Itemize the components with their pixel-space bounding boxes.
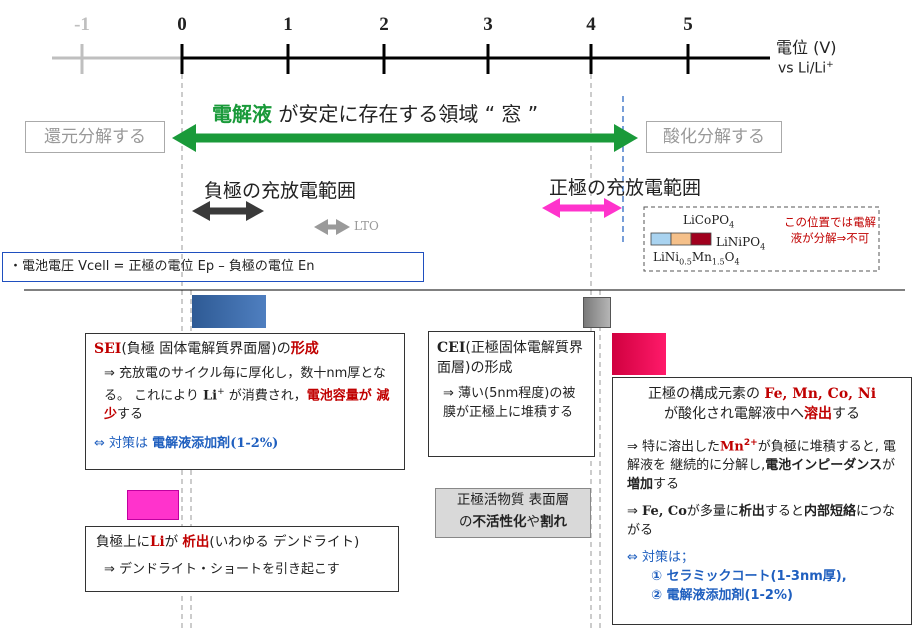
cei-box: CEI(正極固体電解質界面層)の形成 ⇒ 薄い(5nm程度)の被膜が正極上に堆積… [428,331,595,457]
dissolution-point1: ⇒ 特に溶出したMn2+が負極に堆積すると, 電解液を 継続的に分解し,電池イン… [627,438,896,493]
dissolution-point2: ⇒ Fe, Coが多量に析出すると内部短絡につながる [627,504,895,539]
dissolution-countermeasure: ⇔ 対策は； ① セラミックコート(1-3nm厚), ② 電解液添加剤(1-2%… [627,550,847,604]
materials-frame [643,206,880,272]
tick-label: 1 [283,14,293,35]
tick-label: -1 [74,14,90,35]
material-bar-lnmo [650,232,672,246]
lto-label: LTO [354,219,379,233]
material-bar-linipo4 [690,232,712,246]
material-bar-licopo4 [670,232,692,246]
axis-title: 電位 (V) [776,38,837,57]
oxidation-label: 酸化分解する [646,121,782,153]
inactivation-line2: の不活性化や割れ [459,514,567,530]
materials-note: この位置では電解液が分解⇒不可 [784,215,876,245]
dendrite-box: 負極上にLiが 析出(いわゆる デンドライト) ⇒ デンドライト・ショートを引き… [85,526,399,592]
window-arrow-left-head [172,124,196,152]
sei-indicator [192,295,266,328]
tick-label: 0 [177,14,187,35]
licopo4-label: LiCoPO4 [683,213,735,230]
tick-label: 4 [586,14,596,35]
tick-label: 2 [379,14,389,35]
sei-title: SEI(負極 固体電解質界面層)の形成 [94,341,319,357]
cei-indicator [583,297,611,328]
cei-title: CEI(正極固体電解質界面層)の形成 [437,340,583,376]
lnmo-label: LiNi0.5Mn1.5O4 [653,250,740,267]
tick-label: 3 [483,14,493,35]
negative-range-left-head [192,201,210,221]
reduction-label: 還元分解する [25,121,165,153]
dendrite-consequence: ⇒ デンドライト・ショートを引き起こす [104,562,340,577]
linipo4-label: LiNiPO4 [716,235,766,252]
positive-range-label: 正極の充放電範囲 [549,177,702,199]
lto-left-head [314,219,328,235]
negative-range-label: 負極の充放電範囲 [204,180,357,202]
sei-box: SEI(負極 固体電解質界面層)の形成 ⇒ 充放電のサイクル毎に厚化し，数十nm… [85,333,405,470]
inactivation-box: 正極活物質 表面層 の不活性化や割れ [435,488,591,538]
tick-label: 5 [683,14,693,35]
cei-body: ⇒ 薄い(5nm程度)の被膜が正極上に堆積する [443,386,576,420]
axis-reference: vs Li/Li+ [778,60,834,77]
dendrite-indicator [127,490,179,520]
inactivation-line1: 正極活物質 表面層 [456,492,570,508]
window-arrow-right-head [614,124,638,152]
dendrite-title: 負極上にLiが 析出(いわゆる デンドライト) [96,534,360,550]
voltage-formula: ・電池電圧 Vcell = 正極の電位 Ep – 負極の電位 En [2,252,424,282]
window-title: 電解液 が安定に存在する領域 “ 窓 ” [212,102,539,126]
sei-countermeasure: ⇔ 対策は 電解液添加剤(1-2%) [94,436,279,452]
positive-range-left-head [542,198,560,218]
positive-range-right-head [604,198,622,218]
lto-right-head [336,219,350,235]
sei-body: ⇒ 充放電のサイクル毎に厚化し，数十nm厚となる。 これにより Li+ が消費さ… [104,366,390,423]
negative-range-right-head [246,201,264,221]
dissolution-indicator [612,333,666,375]
